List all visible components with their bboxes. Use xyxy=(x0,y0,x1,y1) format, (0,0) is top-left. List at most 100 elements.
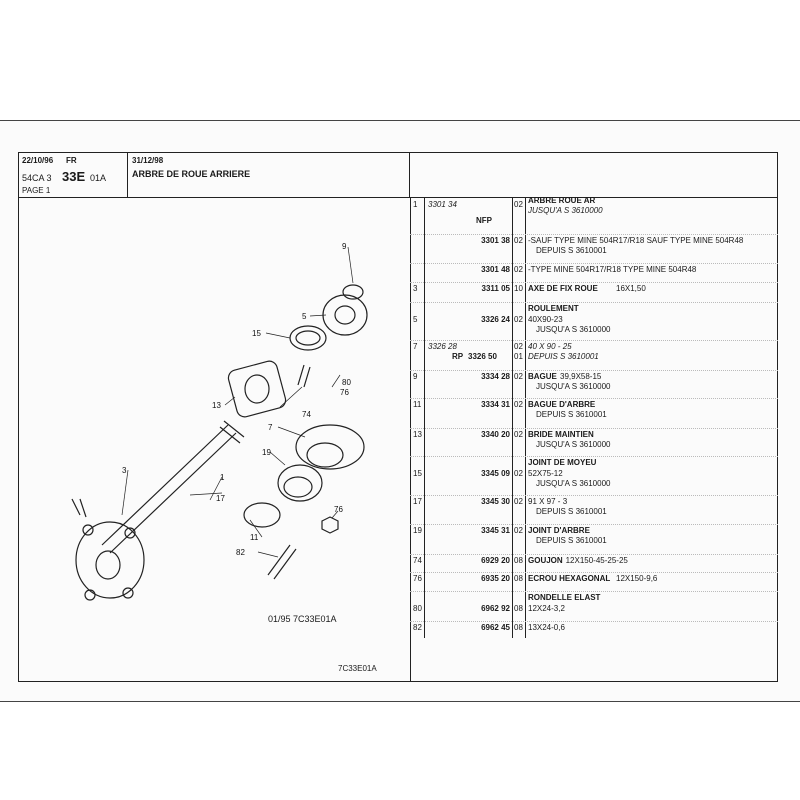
ring-drawing xyxy=(342,284,364,300)
part-reference: 3345 31 xyxy=(481,526,510,535)
quantity: 02 xyxy=(514,526,523,535)
part-reference: 3345 09 xyxy=(481,469,510,478)
part-dimensions: 12X150-9,6 xyxy=(616,574,658,583)
part-detail: JUSQU'A S 3610000 xyxy=(536,479,611,488)
part-reference: 6962 92 xyxy=(481,604,510,613)
item-number: 82 xyxy=(413,623,422,632)
callout-1: 1 xyxy=(220,473,225,482)
code-main: 33E xyxy=(62,169,86,184)
item-number: 9 xyxy=(413,372,418,381)
item-number: 76 xyxy=(413,574,422,583)
nut-drawing xyxy=(321,516,339,534)
header-id-cell: 22/10/96 FR 54CA 3 33E 01A PAGE 1 xyxy=(18,152,128,198)
part-dimensions: 16X1,50 xyxy=(616,284,646,293)
part-designation: 12X24-3,2 xyxy=(528,604,565,613)
part-detail: DEPUIS S 3610001 xyxy=(536,507,607,516)
code-suffix: 01A xyxy=(90,173,107,183)
part-detail: JUSQU'A S 3610000 xyxy=(536,325,611,334)
header-title-cell: 31/12/98 ARBRE DE ROUE ARRIERE xyxy=(128,152,410,198)
hub-flange-drawing xyxy=(75,521,145,599)
quantity: 08 xyxy=(514,604,523,613)
quantity: 02 xyxy=(514,315,523,324)
callout-80: 80 xyxy=(342,378,351,387)
part-designation: JOINT D'ARBRE xyxy=(528,526,590,535)
page-header: 22/10/96 FR 54CA 3 33E 01A PAGE 1 31/12/… xyxy=(18,152,778,198)
col-item-divider xyxy=(424,198,425,638)
row-divider xyxy=(410,428,778,429)
part-reference: 3301 34 xyxy=(428,200,457,209)
part-designation: 52X75-12 xyxy=(528,469,563,478)
row-divider xyxy=(410,621,778,622)
part-designation: ECROU HEXAGONAL xyxy=(528,574,611,583)
rp-flag: RP xyxy=(452,352,464,361)
item-number: 3 xyxy=(413,284,418,293)
joint-drawing xyxy=(277,464,323,502)
quantity: 10 xyxy=(514,284,523,293)
callout-19: 19 xyxy=(262,448,271,457)
callout-5: 5 xyxy=(302,312,307,321)
part-reference: 6929 20 xyxy=(481,556,510,565)
part-reference: 3311 05 xyxy=(481,284,510,293)
callout-7: 7 xyxy=(268,423,273,432)
diagram-reference-bottom: 7C33E01A xyxy=(338,664,377,673)
row-divider xyxy=(410,554,778,555)
item-number: 11 xyxy=(413,400,422,409)
bracket-drawing xyxy=(227,360,287,418)
quantity: 08 xyxy=(514,623,523,632)
item-number: 80 xyxy=(413,604,422,613)
row-divider xyxy=(410,572,778,573)
part-designation: 40X90-23 xyxy=(528,315,563,324)
part-reference: 3340 20 xyxy=(481,430,510,439)
quantity: 02 xyxy=(514,236,523,245)
row-divider xyxy=(410,398,778,399)
ring-small-drawing xyxy=(243,502,281,528)
col-qty-divider xyxy=(525,198,526,638)
quantity: 08 xyxy=(514,574,523,583)
part-detail: JUSQU'A S 3610000 xyxy=(536,382,611,391)
part-reference: 6935 20 xyxy=(481,574,510,583)
part-designation: -SAUF TYPE MINE 504R17/R18 SAUF TYPE MIN… xyxy=(528,236,744,245)
callout-9: 9 xyxy=(342,242,347,251)
exploded-diagram: 9 5 15 13 80 76 74 7 19 3 1 17 11 76 82 xyxy=(71,242,368,601)
item-number: 5 xyxy=(413,315,418,324)
part-dimensions: 39,9X58-15 xyxy=(560,372,602,381)
part-designation: -TYPE MINE 504R17/R18 TYPE MINE 504R48 xyxy=(528,265,697,274)
page-title: ARBRE DE ROUE ARRIERE xyxy=(132,169,251,179)
item-number: 1 xyxy=(413,200,418,209)
nfp-flag: NFP xyxy=(476,216,492,225)
rp-quantity: 01 xyxy=(514,352,523,361)
page-frame xyxy=(18,152,778,682)
part-detail: JUSQU'A S 3610000 xyxy=(536,440,611,449)
callout-76: 76 xyxy=(340,388,349,397)
rp-reference: 3326 50 xyxy=(468,352,497,361)
part-detail: DEPUIS S 3610001 xyxy=(536,410,607,419)
part-designation: BAGUE xyxy=(528,372,557,381)
part-designation: AXE DE FIX ROUE xyxy=(528,284,598,293)
row-divider xyxy=(410,456,778,457)
page-number: PAGE 1 xyxy=(22,186,51,195)
part-reference: 3326 28 xyxy=(428,342,457,351)
part-designation: BAGUE D'ARBRE xyxy=(528,400,596,409)
part-reference: 3326 24 xyxy=(481,315,510,324)
part-detail: DEPUIS S 3610001 xyxy=(536,246,607,255)
callout-74: 74 xyxy=(302,410,311,419)
part-designation: 13X24-0,6 xyxy=(528,623,565,632)
part-dimensions: 12X150-45-25-25 xyxy=(565,556,628,565)
part-designation: 91 X 97 - 3 xyxy=(528,497,568,506)
part-reference: 3345 30 xyxy=(481,497,510,506)
row-divider xyxy=(410,370,778,371)
quantity: 02 xyxy=(514,400,523,409)
item-number: 17 xyxy=(413,497,422,506)
row-divider xyxy=(410,340,778,341)
quantity: 02 xyxy=(514,265,523,274)
quantity: 02 xyxy=(514,430,523,439)
